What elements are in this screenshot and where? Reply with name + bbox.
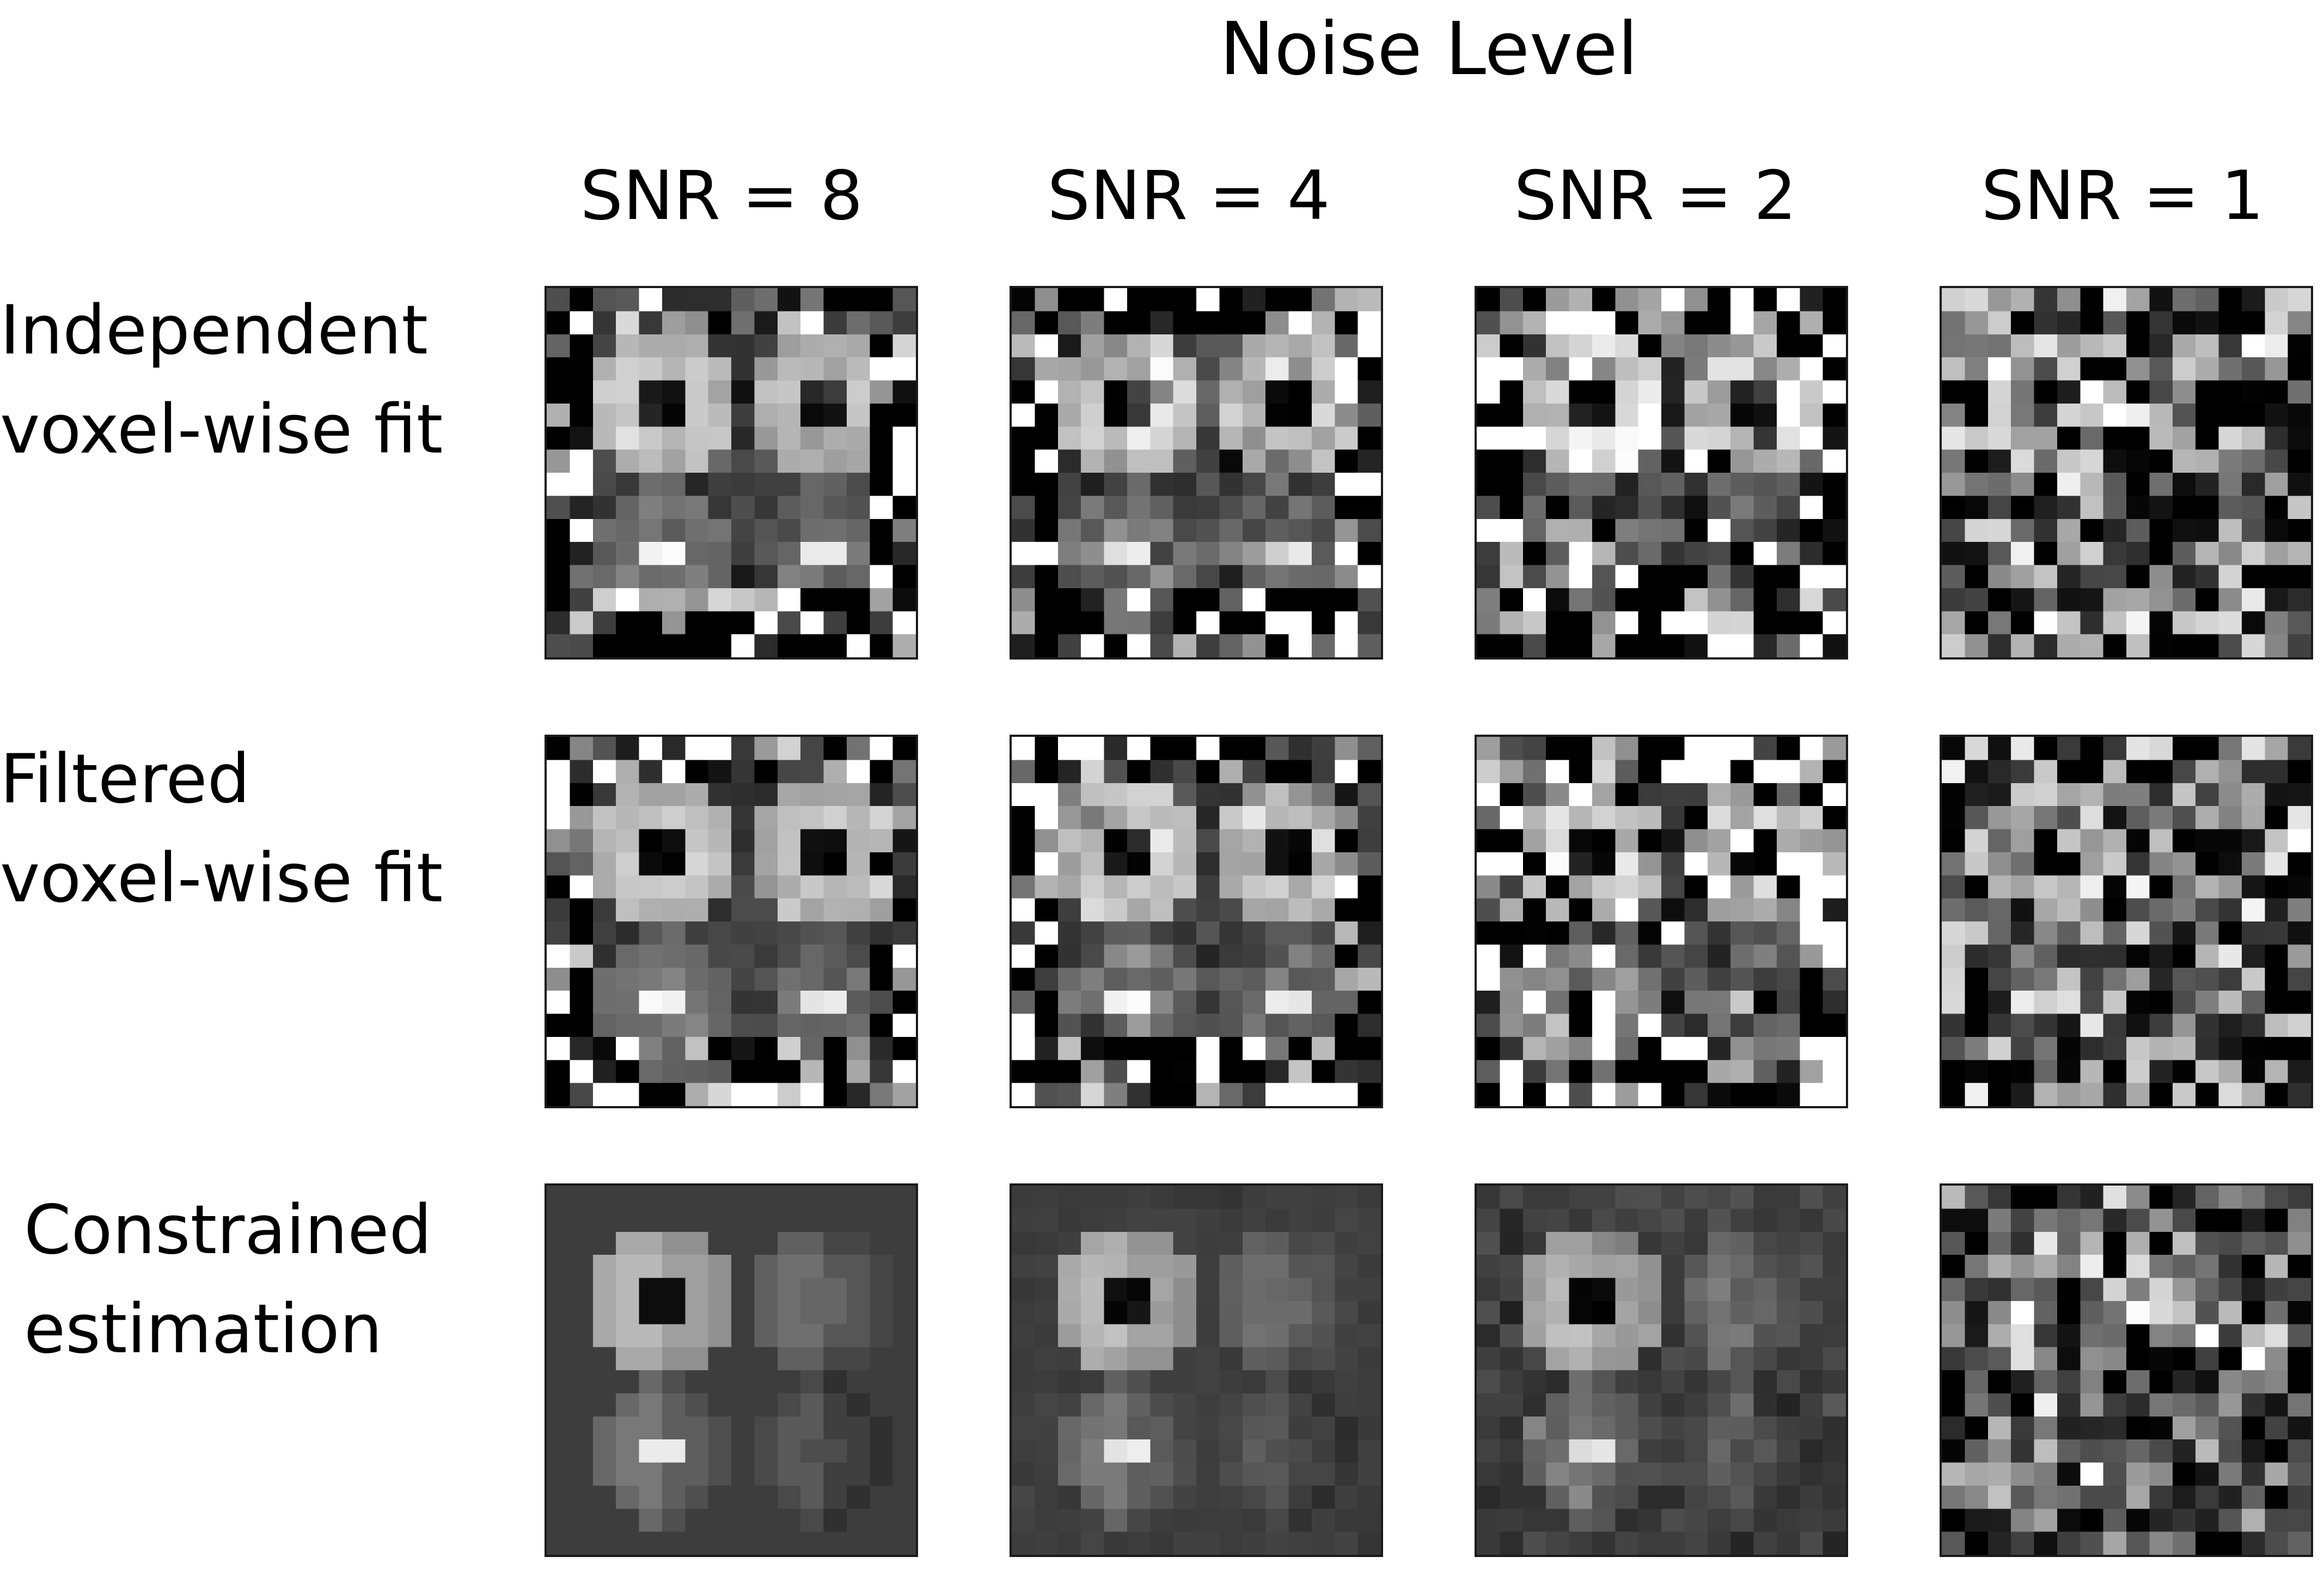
row-label-filtered: Filtered voxel-wise fit bbox=[0, 730, 443, 928]
voxel-map bbox=[1477, 1186, 1846, 1555]
column-header-snr-2: SNR = 2 bbox=[1514, 157, 1797, 235]
panel-filtered-snr-4 bbox=[1010, 735, 1383, 1108]
row-label-line: Independent bbox=[0, 291, 428, 370]
column-header-snr-4: SNR = 4 bbox=[1047, 157, 1330, 235]
voxel-map bbox=[1012, 288, 1381, 657]
voxel-map bbox=[1012, 1186, 1381, 1555]
column-header-snr-1: SNR = 1 bbox=[1981, 157, 2264, 235]
panel-filtered-snr-2 bbox=[1475, 735, 1848, 1108]
row-label-line: Constrained bbox=[24, 1191, 432, 1269]
voxel-map bbox=[1942, 288, 2311, 657]
panel-independent-snr-4 bbox=[1010, 286, 1383, 660]
voxel-map bbox=[1012, 737, 1381, 1106]
row-label-line: estimation bbox=[24, 1290, 383, 1369]
panel-filtered-snr-1 bbox=[1940, 735, 2313, 1108]
row-label-line: voxel-wise fit bbox=[0, 839, 443, 918]
panel-constrained-snr-2 bbox=[1475, 1183, 1848, 1557]
panel-constrained-snr-8 bbox=[545, 1183, 918, 1557]
row-label-line: voxel-wise fit bbox=[0, 390, 443, 469]
column-header-snr-8: SNR = 8 bbox=[580, 157, 863, 235]
voxel-map bbox=[547, 288, 916, 657]
figure-title: Noise Level bbox=[1220, 7, 1638, 91]
voxel-map bbox=[1477, 288, 1846, 657]
voxel-map bbox=[1942, 737, 2311, 1106]
voxel-map bbox=[1477, 737, 1846, 1106]
panel-constrained-snr-1 bbox=[1940, 1183, 2313, 1557]
panel-filtered-snr-8 bbox=[545, 735, 918, 1108]
row-label-line: Filtered bbox=[0, 740, 250, 819]
row-label-constrained: Constrained estimation bbox=[24, 1181, 432, 1379]
panel-constrained-snr-4 bbox=[1010, 1183, 1383, 1557]
voxel-map bbox=[547, 1186, 916, 1555]
panel-independent-snr-8 bbox=[545, 286, 918, 660]
panel-independent-snr-2 bbox=[1475, 286, 1848, 660]
row-label-independent: Independent voxel-wise fit bbox=[0, 281, 443, 479]
panel-independent-snr-1 bbox=[1940, 286, 2313, 660]
voxel-map bbox=[1942, 1186, 2311, 1555]
voxel-map bbox=[547, 737, 916, 1106]
